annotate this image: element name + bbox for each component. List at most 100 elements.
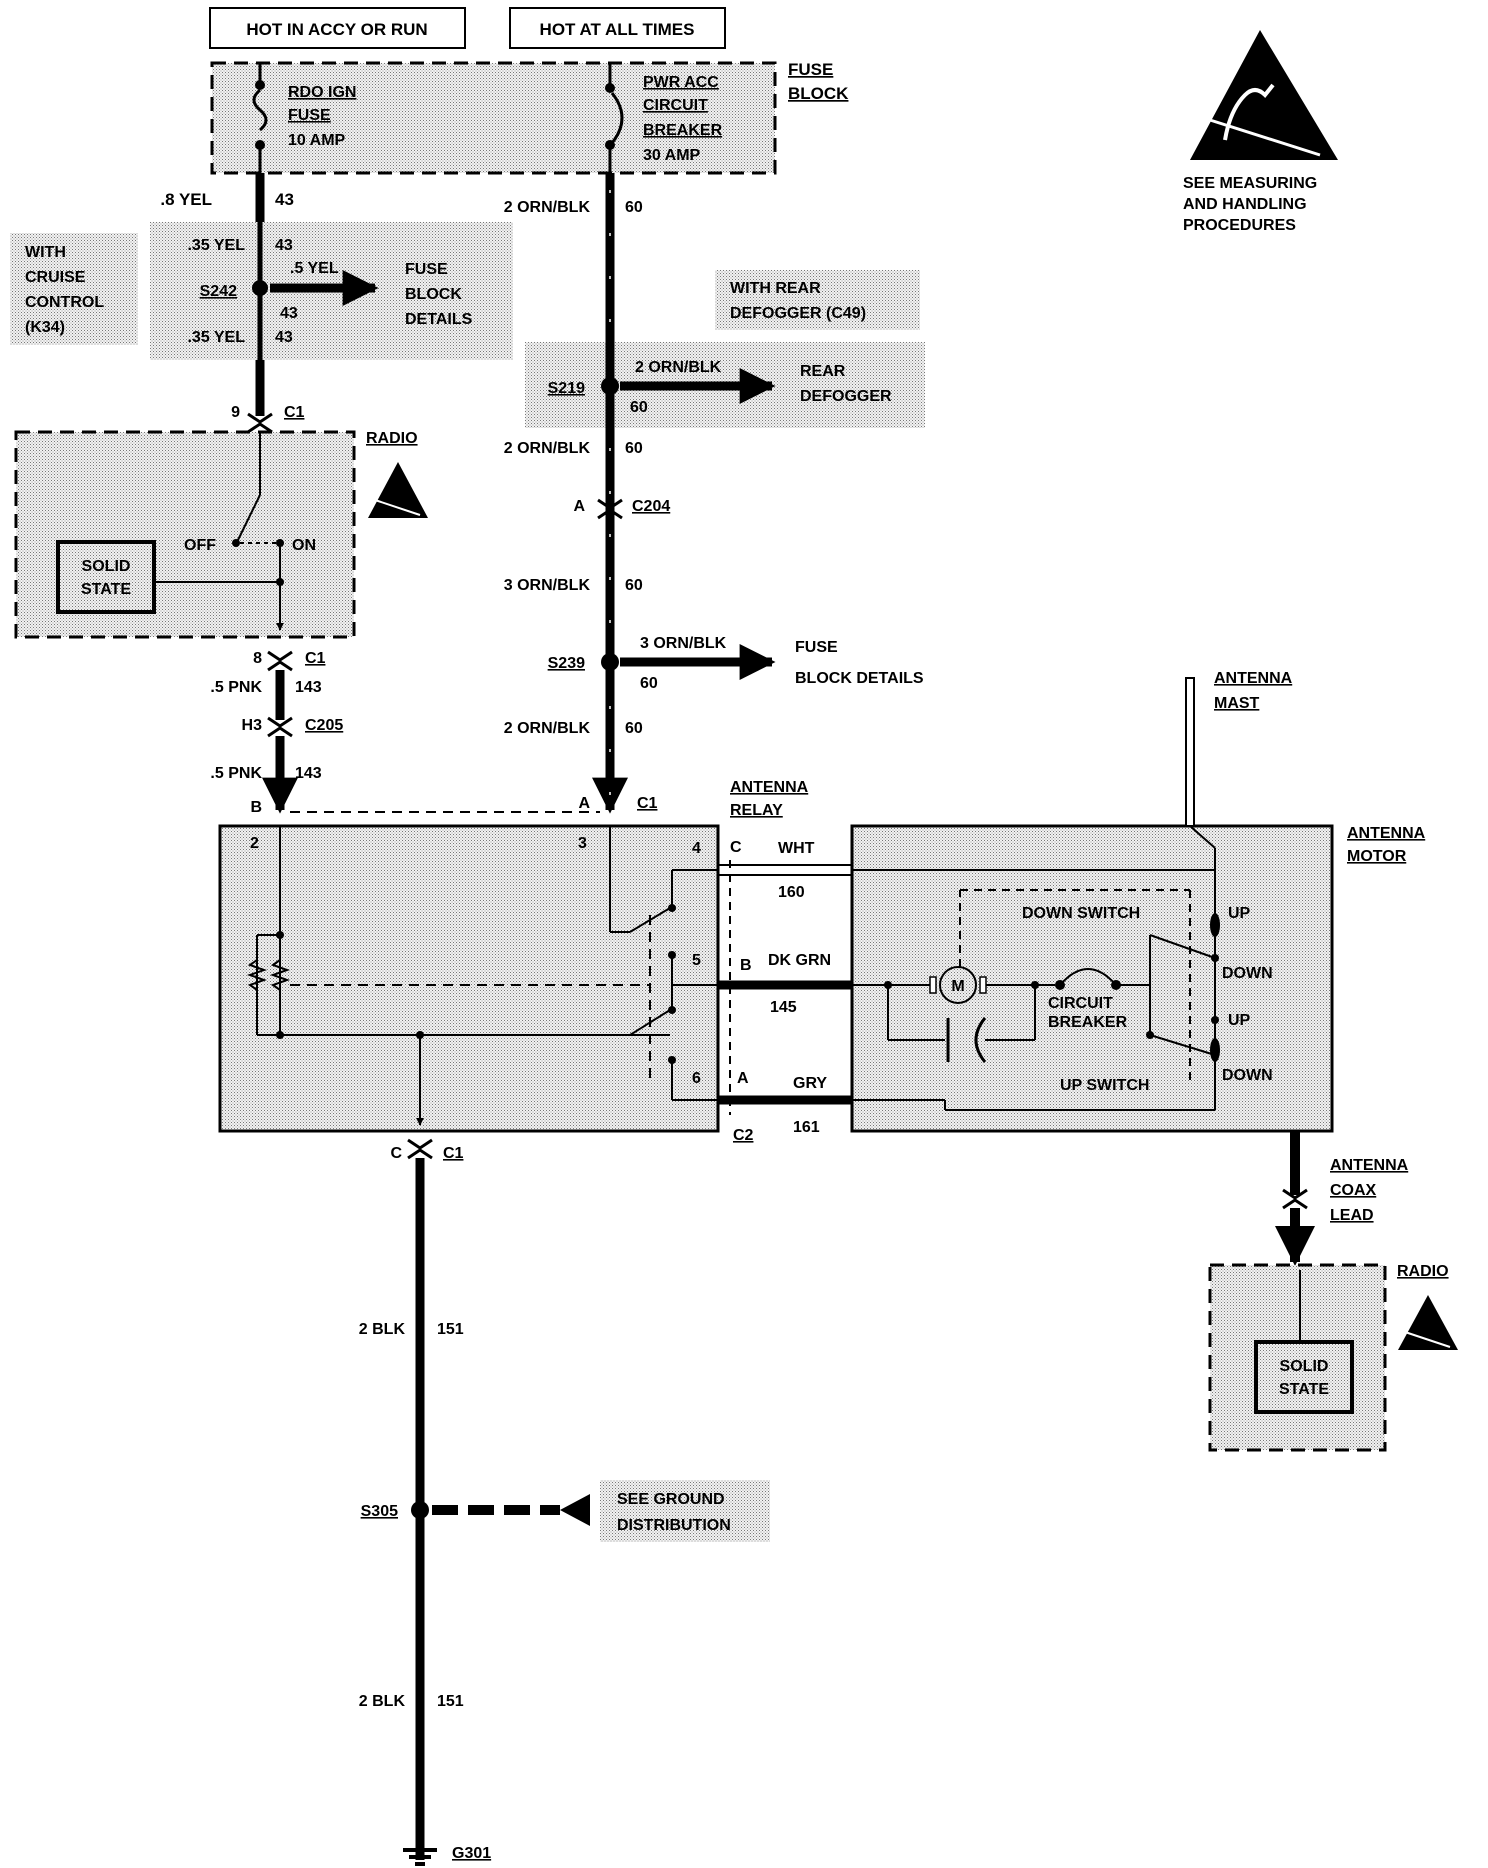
rear-defog-note-2: DEFOGGER (C49): [730, 305, 866, 322]
wire-60-gauge-1: 2 ORN/BLK: [504, 199, 591, 216]
splice-s239-label: S239: [548, 655, 585, 672]
rear-defogger-1: REAR: [800, 363, 846, 380]
mast-title-2: MAST: [1214, 695, 1260, 712]
wire-60-num-2: 60: [625, 440, 643, 457]
rear-defog-note-1: WITH REAR: [730, 280, 821, 297]
wire-43-gauge-1: .8 YEL: [160, 190, 212, 209]
c2-pin-c: C: [730, 839, 742, 856]
radio-top-title: RADIO: [366, 430, 418, 447]
radio-switch-icon: [237, 494, 261, 541]
relay-pin-3: 3: [578, 835, 587, 852]
esd-note-line-3: PROCEDURES: [1183, 217, 1296, 234]
coax-line-1: ANTENNA: [1330, 1157, 1409, 1174]
splice-s305-label: S305: [361, 1503, 398, 1520]
relay-pin-6: 6: [692, 1070, 701, 1087]
motor-title-2: MOTOR: [1347, 848, 1407, 865]
hot-accy-run-label: HOT IN ACCY OR RUN: [246, 20, 427, 39]
wire-143-num-1: 143: [295, 679, 322, 696]
fbd-line-3: DETAILS: [405, 311, 473, 328]
wire-dkgrn-label: DK GRN: [768, 952, 831, 969]
s219-num: 60: [630, 399, 648, 416]
c2-label: C2: [733, 1127, 754, 1144]
rear-defogger-2: DEFOGGER: [800, 388, 892, 405]
splice-s219-label: S219: [548, 380, 585, 397]
c2-pin-b: B: [740, 957, 752, 974]
relay-pin-4: 4: [692, 840, 701, 857]
wire-151-gauge-1: 2 BLK: [359, 1321, 406, 1338]
fuse-block-title-1: FUSE: [788, 60, 833, 79]
wire-43-gauge-3: .35 YEL: [187, 329, 245, 346]
antenna-relay: ANTENNA RELAY 2 3 4 5 6: [218, 779, 809, 1133]
wire-43-num-3: 43: [275, 329, 293, 346]
relay-title-2: RELAY: [730, 802, 783, 819]
ground-pin-c: C: [390, 1145, 402, 1162]
fbd2-line-1: FUSE: [795, 639, 838, 656]
relay-title-1: ANTENNA: [730, 779, 809, 796]
ground-dist-1: SEE GROUND: [617, 1491, 725, 1508]
relay-pin-a: A: [578, 795, 590, 812]
wire-160-num: 160: [778, 884, 805, 901]
wire-143-num-2: 143: [295, 765, 322, 782]
wire-60-num-1: 60: [625, 199, 643, 216]
esd-note: SEE MEASURING AND HANDLING PROCEDURES: [1183, 30, 1338, 234]
relay-coil-icon: [247, 959, 267, 991]
connector-c1-pin9-icon: [247, 412, 273, 424]
fbd-line-1: FUSE: [405, 261, 448, 278]
c1-pin-8: 8: [253, 650, 262, 667]
s219-gauge: 2 ORN/BLK: [635, 359, 722, 376]
motor-title-1: ANTENNA: [1347, 825, 1426, 842]
down-label-2: DOWN: [1222, 1067, 1273, 1084]
ground-circuit: C C1 2 BLK 151 S305 SEE GROUND DISTRIBUT…: [359, 1138, 770, 1866]
up-switch-label: UP SWITCH: [1060, 1077, 1149, 1094]
c204-label: C204: [632, 498, 670, 515]
branch-43-num: 43: [280, 305, 298, 322]
antenna-mast-icon: [1185, 677, 1195, 827]
up-label-2: UP: [1228, 1012, 1251, 1029]
c2-pin-a: A: [737, 1070, 749, 1087]
esd-note-line-2: AND HANDLING: [1183, 196, 1307, 213]
c1-label-top: C1: [284, 404, 305, 421]
c205-pin-h3: H3: [242, 717, 263, 734]
wire-43-gauge-2: .35 YEL: [187, 237, 245, 254]
wire-60-gauge-2: 2 ORN/BLK: [504, 440, 591, 457]
fuse-block: FUSE BLOCK RDO IGN FUSE 10 AMP PWR ACC C…: [210, 60, 849, 175]
coax-line-3: LEAD: [1330, 1207, 1374, 1224]
fuse-icon: [252, 88, 268, 132]
motor-m-label: M: [951, 978, 964, 995]
c1-pin-9: 9: [231, 404, 240, 421]
cruise-line-2: CRUISE: [25, 269, 86, 286]
cruise-line-4: (K34): [25, 319, 65, 336]
motor-circuit-breaker-icon: [1059, 968, 1117, 986]
wire-161-num: 161: [793, 1119, 820, 1136]
wire-151-num-1: 151: [437, 1321, 464, 1338]
s239-num: 60: [640, 675, 658, 692]
radio-bottom-title: RADIO: [1397, 1263, 1449, 1280]
cb-label-2: BREAKER: [1048, 1014, 1128, 1031]
connector-c2: C B A C2 WHT 160 DK GRN 145 GRY 161: [718, 839, 852, 1144]
wire-143-gauge-1: .5 PNK: [210, 679, 262, 696]
wire-145-num: 145: [770, 999, 797, 1016]
wire-60-gauge-4: 2 ORN/BLK: [504, 720, 591, 737]
switch-off-label: OFF: [184, 537, 216, 554]
radio-bottom-esd-icon: [1398, 1295, 1458, 1350]
fbd-line-2: BLOCK: [405, 286, 462, 303]
s239-gauge: 3 ORN/BLK: [640, 635, 727, 652]
splice-s242-dot: [252, 280, 268, 296]
breaker-label-4: 30 AMP: [643, 147, 701, 164]
relay-pin-b: B: [250, 799, 262, 816]
fbd2-line-2: BLOCK DETAILS: [795, 670, 924, 687]
wire-151-num-2: 151: [437, 1693, 464, 1710]
coax-line-2: COAX: [1330, 1182, 1377, 1199]
splice-s219-dot: [601, 377, 619, 395]
wire-60-num-3: 60: [625, 577, 643, 594]
motor-icon: [939, 966, 977, 1004]
cb-label-1: CIRCUIT: [1048, 995, 1113, 1012]
down-switch-label: DOWN SWITCH: [1022, 905, 1140, 922]
ground-dist-2: DISTRIBUTION: [617, 1517, 731, 1534]
switch-on-label: ON: [292, 537, 316, 554]
wire-gry-label: GRY: [793, 1075, 827, 1092]
ground-c1-label: C1: [443, 1145, 464, 1162]
left-circuit: .8 YEL 43 .35 YEL 43 S242 .5 YEL 43 FUSE…: [150, 173, 513, 434]
radio-bottom: RADIO SOLID STATE: [1208, 1263, 1458, 1452]
